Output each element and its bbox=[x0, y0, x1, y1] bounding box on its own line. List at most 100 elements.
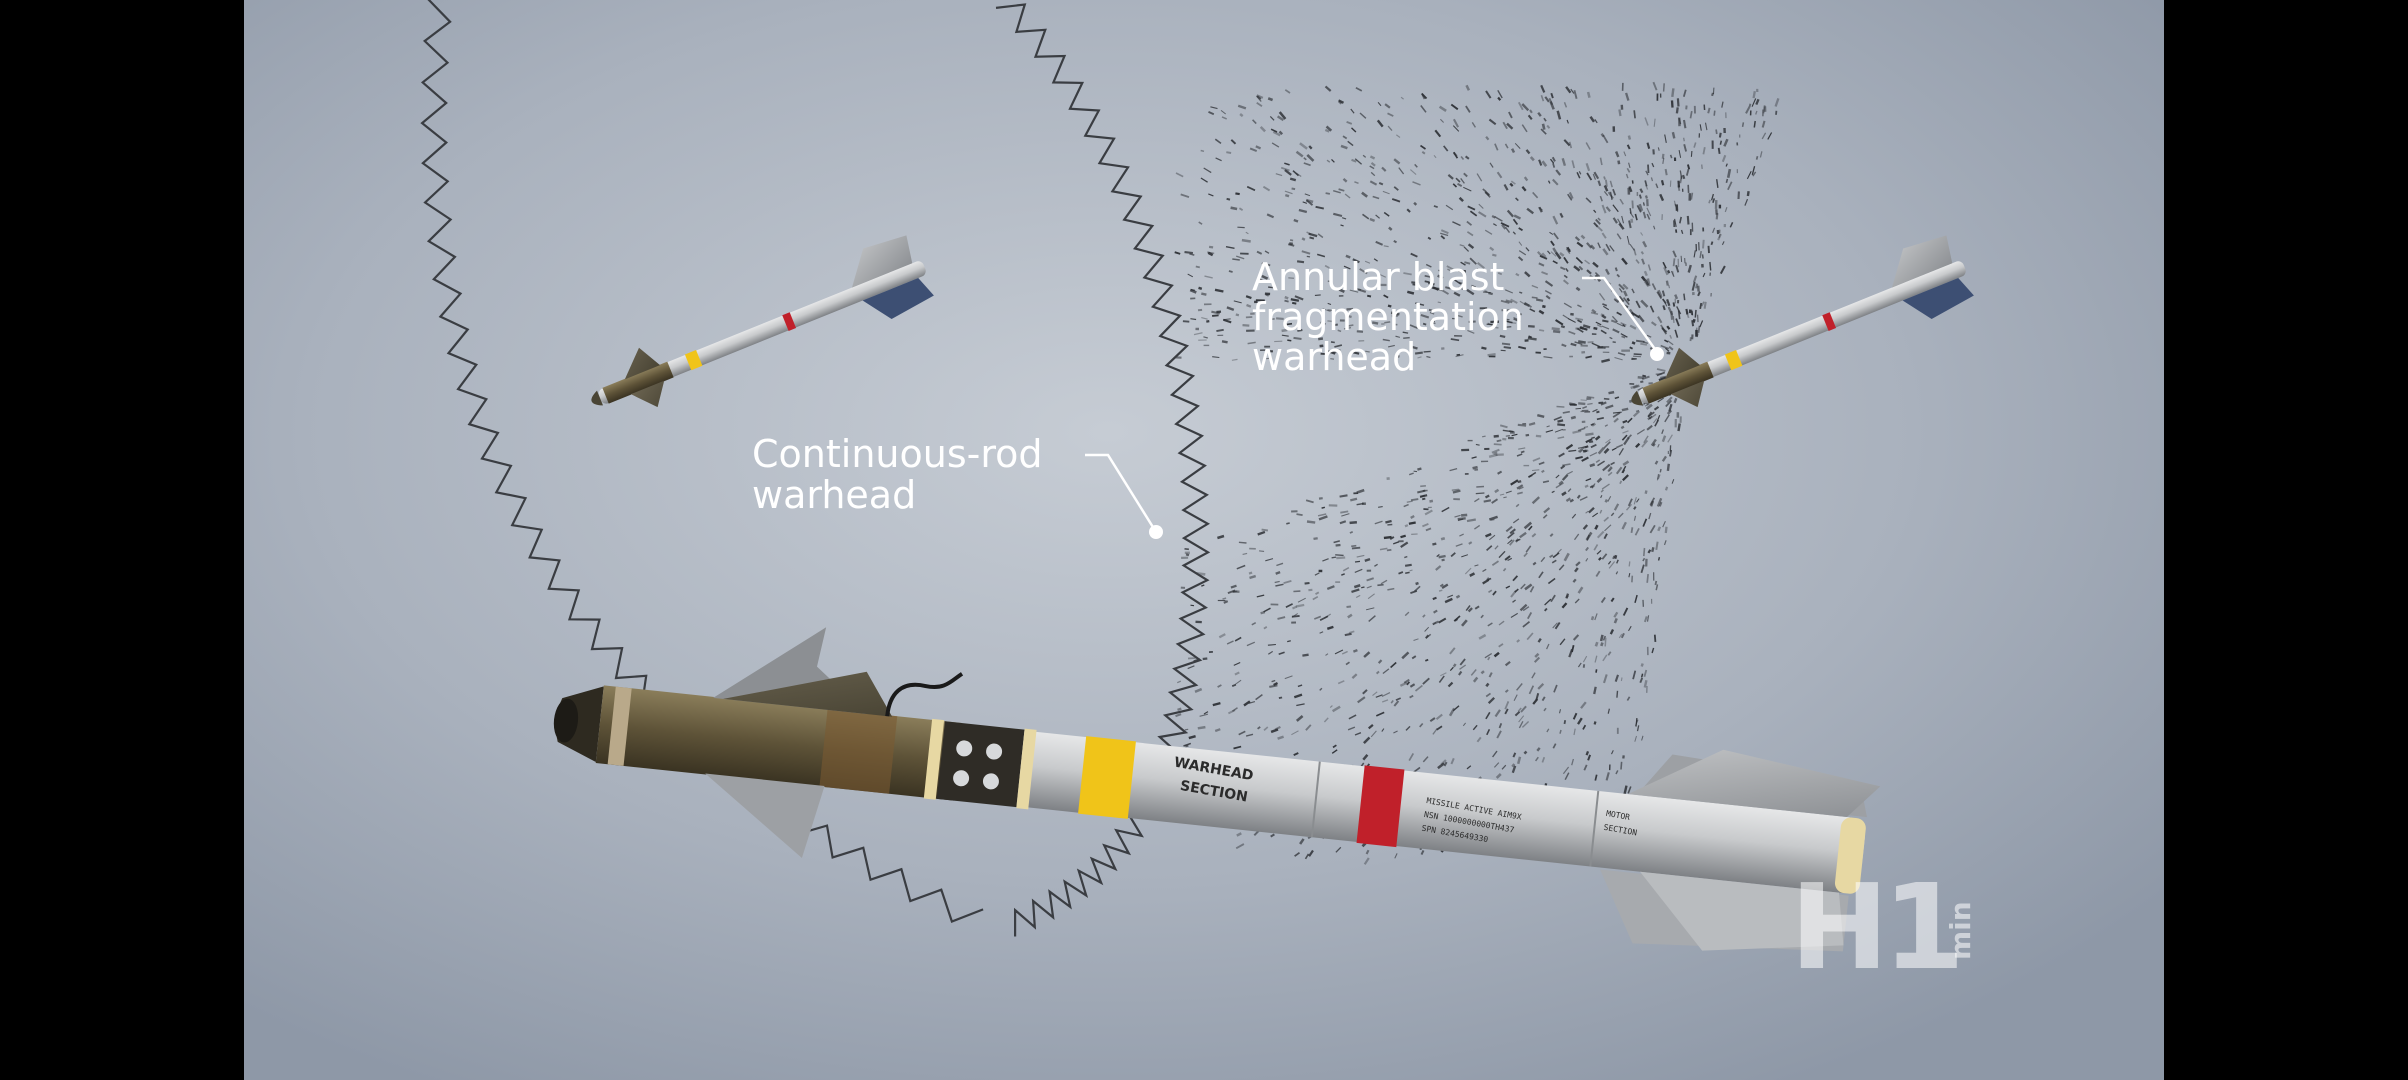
fragment bbox=[1324, 85, 1332, 92]
fragment bbox=[1261, 262, 1271, 267]
fragment bbox=[1270, 833, 1275, 838]
fragment bbox=[1643, 280, 1649, 287]
fragment bbox=[1356, 554, 1365, 558]
fragment bbox=[1683, 143, 1688, 152]
fragment bbox=[1643, 547, 1646, 557]
fragment bbox=[1656, 497, 1663, 507]
fragment bbox=[1366, 294, 1372, 298]
fragment bbox=[1433, 154, 1437, 159]
fragment bbox=[1566, 246, 1571, 251]
fragment bbox=[1517, 491, 1523, 495]
fragment bbox=[1421, 497, 1426, 501]
fragment bbox=[1467, 329, 1475, 334]
fragment bbox=[1261, 528, 1269, 532]
fragment bbox=[1408, 521, 1416, 525]
fragment bbox=[1686, 215, 1690, 225]
fragment bbox=[1621, 215, 1624, 224]
fragment bbox=[1493, 651, 1500, 658]
fragment bbox=[1602, 635, 1607, 641]
fragment bbox=[1440, 118, 1444, 123]
fragment bbox=[1645, 170, 1649, 176]
fragment bbox=[1746, 191, 1750, 197]
fragment bbox=[1613, 617, 1618, 624]
fragment bbox=[1420, 105, 1427, 113]
fragment bbox=[1614, 674, 1619, 682]
fragment bbox=[1283, 580, 1292, 584]
fragment bbox=[1208, 193, 1214, 197]
fragment bbox=[1446, 265, 1454, 271]
fragment bbox=[1417, 489, 1426, 494]
fragment bbox=[1436, 554, 1440, 558]
fragment bbox=[1331, 749, 1338, 754]
fragment bbox=[1544, 289, 1552, 295]
fragment bbox=[1474, 498, 1480, 503]
fragment bbox=[1478, 633, 1487, 640]
fragment bbox=[1605, 438, 1611, 444]
fragment bbox=[1634, 594, 1638, 603]
fragment bbox=[1434, 129, 1442, 138]
fragment bbox=[1363, 857, 1370, 865]
fragment bbox=[1432, 620, 1440, 626]
fragment bbox=[1727, 181, 1733, 191]
fragment bbox=[1367, 593, 1375, 600]
fragment bbox=[1562, 279, 1569, 285]
fragment bbox=[1305, 199, 1314, 206]
fragment bbox=[1591, 308, 1597, 314]
fragment bbox=[1717, 147, 1721, 155]
fragment bbox=[1493, 451, 1498, 455]
fragment bbox=[1484, 191, 1490, 197]
fragment bbox=[1613, 554, 1618, 560]
fragment bbox=[1670, 100, 1674, 108]
fragment bbox=[1498, 620, 1505, 626]
fragment bbox=[1375, 711, 1385, 717]
fragment bbox=[1696, 333, 1699, 338]
fragment bbox=[1427, 236, 1432, 240]
fragment bbox=[1493, 223, 1497, 227]
fragment bbox=[1455, 543, 1463, 547]
fragment bbox=[1458, 670, 1463, 676]
fragment bbox=[1558, 709, 1562, 714]
fragment bbox=[1593, 686, 1597, 695]
fragment bbox=[1464, 567, 1472, 575]
fragment bbox=[1596, 416, 1604, 421]
fragment bbox=[1509, 430, 1514, 433]
fragment bbox=[1709, 261, 1712, 271]
fragment bbox=[1266, 213, 1275, 219]
fragment bbox=[1330, 285, 1338, 291]
fragment bbox=[1631, 357, 1636, 360]
fragment bbox=[1654, 419, 1660, 427]
fragment bbox=[1514, 588, 1519, 593]
fragment bbox=[1615, 443, 1624, 449]
fragment bbox=[1488, 589, 1493, 593]
fragment bbox=[1616, 559, 1619, 564]
fragment bbox=[1614, 396, 1620, 400]
fragment bbox=[1256, 594, 1265, 598]
fragment bbox=[1653, 634, 1657, 642]
fragment bbox=[1590, 423, 1595, 426]
fragment bbox=[1582, 405, 1588, 409]
fragment bbox=[1579, 326, 1588, 331]
fragment bbox=[1685, 308, 1689, 315]
fragment bbox=[1489, 246, 1495, 252]
fragment bbox=[1643, 679, 1648, 688]
fragment bbox=[1614, 151, 1620, 158]
fragment bbox=[1563, 256, 1569, 264]
fragment bbox=[1644, 403, 1650, 407]
fragment bbox=[1651, 546, 1655, 553]
fragment bbox=[1557, 419, 1564, 423]
fragment bbox=[1326, 585, 1335, 590]
fragment bbox=[1560, 266, 1566, 271]
fragment bbox=[1565, 497, 1572, 502]
fragment bbox=[1276, 562, 1284, 567]
fragment bbox=[1346, 121, 1353, 125]
fragment bbox=[1187, 273, 1194, 278]
fragment bbox=[1550, 240, 1555, 247]
letterbox-left bbox=[0, 0, 244, 1080]
fragment bbox=[1335, 554, 1344, 557]
fragment bbox=[1354, 287, 1362, 291]
fragment bbox=[1562, 463, 1571, 467]
fragment bbox=[1574, 567, 1579, 573]
fragment bbox=[1604, 424, 1609, 427]
fragment bbox=[1215, 157, 1222, 162]
fragment bbox=[1267, 643, 1276, 646]
